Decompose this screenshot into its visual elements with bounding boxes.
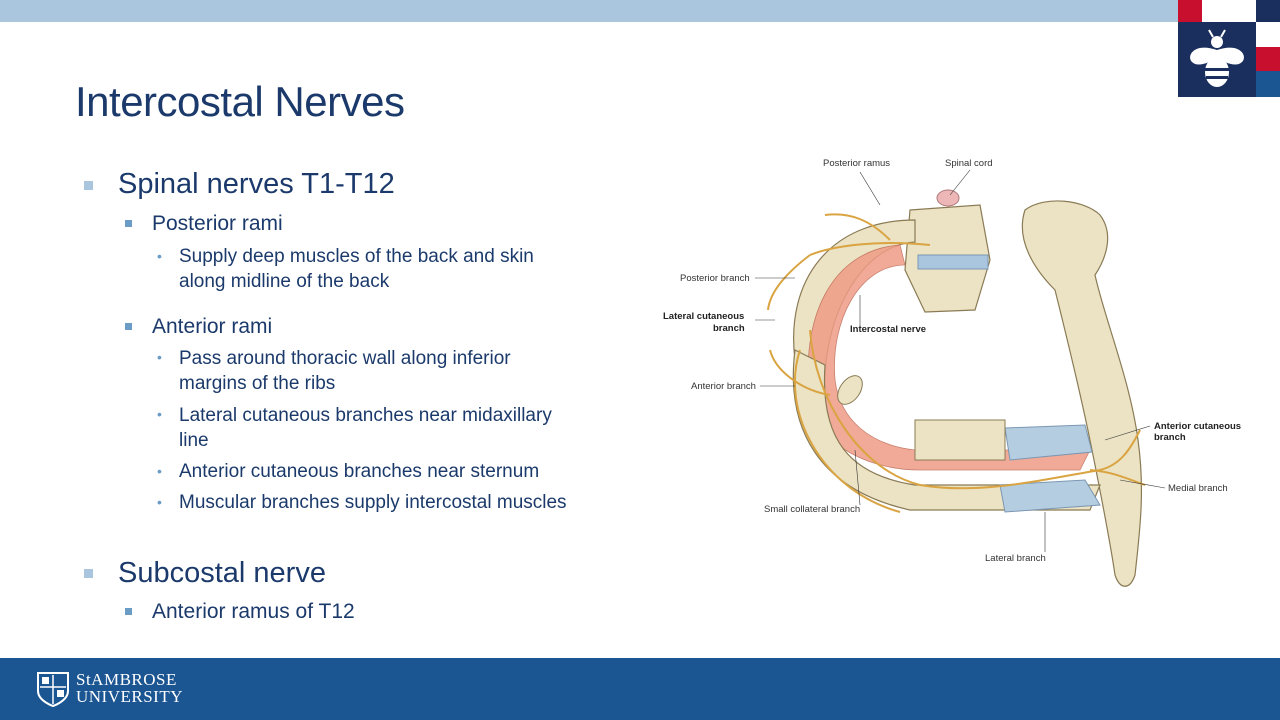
top-accent-bar bbox=[0, 0, 1280, 22]
label-medial-branch: Medial branch bbox=[1168, 483, 1228, 494]
bullet-marker: • bbox=[157, 494, 162, 510]
bullet-marker bbox=[84, 569, 93, 578]
bullet-marker: • bbox=[157, 463, 162, 479]
label-lateral-branch: Lateral branch bbox=[985, 553, 1046, 564]
label-intercostal-nerve: Intercostal nerve bbox=[850, 324, 926, 335]
bullet-text: Supply deep muscles of the back and skin bbox=[179, 246, 534, 267]
intercostal-muscle bbox=[807, 244, 1091, 471]
label-anterior-cutaneous-branch: branch bbox=[1154, 432, 1186, 443]
label-anterior-cutaneous: Anterior cutaneous bbox=[1154, 421, 1241, 432]
label-anterior-branch: Anterior branch bbox=[691, 381, 756, 392]
footer-bar bbox=[0, 658, 1280, 720]
bullet-marker: • bbox=[157, 349, 162, 365]
bullet-text: margins of the ribs bbox=[179, 373, 336, 394]
bullet-marker: • bbox=[157, 248, 162, 264]
bullet-text: line bbox=[179, 430, 209, 451]
bullet-spinal-nerves: Spinal nerves T1-T12 bbox=[118, 168, 395, 200]
university-name: StAMBROSE UNIVERSITY bbox=[76, 671, 183, 705]
bee-icon bbox=[1190, 29, 1244, 87]
bee-logo bbox=[1178, 0, 1280, 97]
university-crest-icon bbox=[37, 672, 69, 707]
label-spinal-cord: Spinal cord bbox=[945, 158, 993, 169]
intercostal-nerve-illustration: Posterior ramus Spinal cord Posterior br… bbox=[663, 158, 1241, 587]
bullet-text: Pass around thoracic wall along inferior bbox=[179, 348, 511, 369]
label-small-collateral-branch: Small collateral branch bbox=[764, 504, 860, 515]
costal-cartilage bbox=[999, 479, 1101, 513]
bullet-marker bbox=[125, 323, 132, 330]
bullet-posterior-rami: Posterior rami bbox=[152, 212, 283, 235]
bullet-anterior-rami: Anterior rami bbox=[152, 315, 273, 338]
bullet-subcostal-nerve: Subcostal nerve bbox=[118, 557, 326, 589]
bullet-text: Muscular branches supply intercostal mus… bbox=[179, 492, 567, 513]
label-posterior-ramus: Posterior ramus bbox=[823, 158, 890, 169]
sternum bbox=[1021, 200, 1143, 587]
bullet-marker bbox=[125, 608, 132, 615]
label-lateral-cutaneous: Lateral cutaneous bbox=[663, 311, 744, 322]
label-lateral-cutaneous-branch: branch bbox=[713, 323, 745, 334]
university-name-line2: UNIVERSITY bbox=[76, 687, 183, 706]
bullet-marker bbox=[125, 220, 132, 227]
bullet-text: along midline of the back bbox=[179, 271, 390, 292]
costal-cartilage bbox=[1004, 424, 1093, 461]
leader-lines bbox=[755, 169, 1166, 552]
university-name-line1: StAMBROSE bbox=[76, 670, 177, 689]
bullet-anterior-ramus: Anterior ramus of T12 bbox=[152, 600, 355, 623]
nerve-paths bbox=[767, 213, 1146, 513]
bullet-text: Anterior cutaneous branches near sternum bbox=[179, 461, 540, 482]
bullet-marker: • bbox=[157, 406, 162, 422]
label-posterior-branch: Posterior branch bbox=[680, 273, 750, 284]
bullet-marker bbox=[84, 181, 93, 190]
slide-title: Intercostal Nerves bbox=[75, 78, 405, 125]
bullet-text: Lateral cutaneous branches near midaxill… bbox=[179, 405, 552, 426]
